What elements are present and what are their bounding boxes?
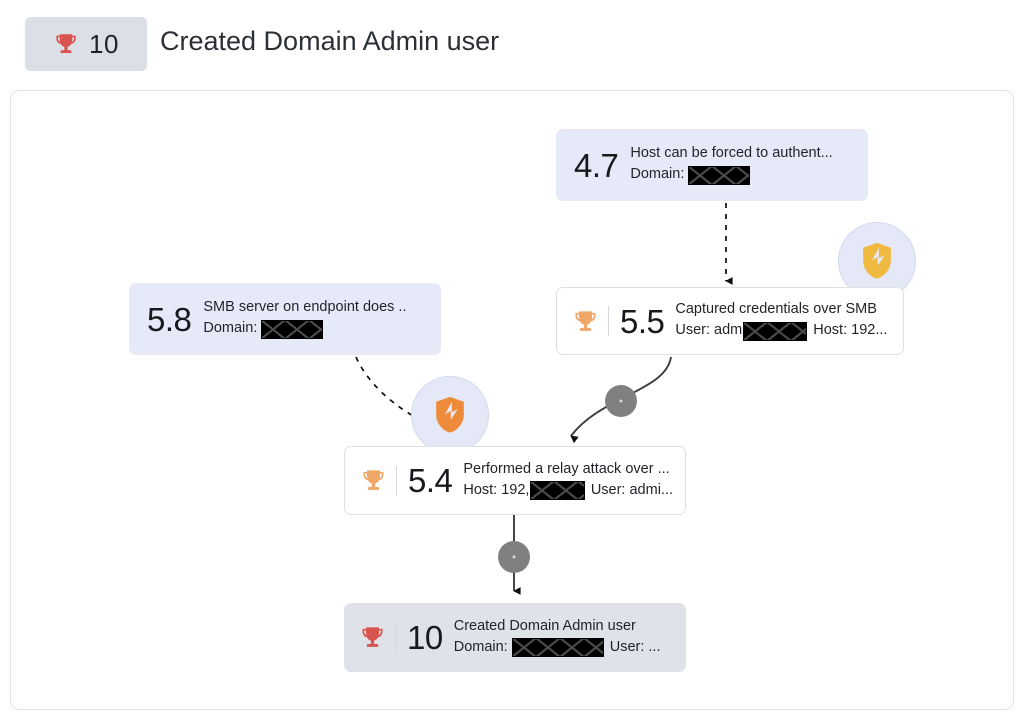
node-divider	[608, 306, 609, 336]
redacted-value	[743, 321, 808, 341]
edge-badge	[498, 541, 530, 573]
node-title: SMB server on endpoint does ..	[203, 299, 407, 316]
graph-node-10[interactable]: 10 Created Domain Admin user Domain: Use…	[344, 603, 686, 672]
node-text-block: SMB server on endpoint does .. Domain:	[203, 299, 407, 339]
node-text-block: Created Domain Admin user Domain: User: …	[453, 617, 661, 658]
node-detail-prefix: Host: 192,	[463, 481, 530, 498]
node-detail: Domain:	[203, 319, 406, 339]
node-title: Captured credentials over SMB	[675, 301, 877, 318]
node-5-8-shield-bubble	[411, 376, 489, 454]
node-detail: User: adm Host: 192...	[675, 321, 888, 341]
node-text-block: Captured credentials over SMB User: adm …	[675, 301, 888, 341]
node-title: Created Domain Admin user	[453, 617, 636, 634]
graph-node-5-5[interactable]: 5.5 Captured credentials over SMB User: …	[556, 287, 904, 355]
graph-node-4-7[interactable]: 4.7 Host can be forced to authent... Dom…	[556, 129, 868, 201]
trophy-icon	[359, 624, 386, 651]
edge-5-5-to-5-4	[570, 356, 672, 444]
node-score: 5.4	[407, 462, 453, 499]
node-score: 4.7	[574, 146, 619, 184]
redacted-value	[511, 638, 604, 658]
node-detail: Domain:	[630, 165, 832, 185]
shield-crack-icon	[433, 396, 467, 434]
redacted-value	[261, 319, 324, 339]
node-divider	[395, 622, 396, 653]
node-detail-prefix: User: adm	[675, 322, 743, 339]
node-text-block: Host can be forced to authent... Domain:	[630, 145, 833, 185]
trophy-icon	[360, 467, 387, 494]
node-detail: Domain: User: ...	[453, 638, 661, 658]
attack-path-canvas[interactable]: 4.7 Host can be forced to authent... Dom…	[10, 90, 1014, 710]
node-detail-suffix: User: admi...	[590, 481, 673, 498]
header-score-badge: 10	[25, 17, 147, 71]
node-text-block: Performed a relay attack over ... Host: …	[463, 460, 673, 501]
node-score: 5.8	[147, 300, 192, 338]
node-title: Performed a relay attack over ...	[463, 460, 670, 477]
page-title: Created Domain Admin user	[160, 26, 500, 56]
header-score-value: 10	[89, 29, 119, 59]
node-detail-suffix: User: ...	[609, 638, 661, 655]
redacted-value	[688, 165, 751, 185]
node-detail: Host: 192, User: admi...	[463, 481, 673, 501]
graph-node-5-4[interactable]: 5.4 Performed a relay attack over ... Ho…	[344, 446, 686, 515]
trophy-icon	[53, 31, 79, 57]
node-divider	[396, 465, 397, 496]
node-score: 10	[407, 619, 443, 656]
page-header: 10 Created Domain Admin user	[0, 0, 1024, 90]
trophy-icon	[572, 308, 599, 335]
node-detail-prefix: Domain:	[203, 320, 258, 337]
node-detail-prefix: Domain:	[630, 166, 685, 183]
node-detail-prefix: Domain:	[453, 638, 508, 655]
attack-path-graph: 4.7 Host can be forced to authent... Dom…	[11, 91, 1015, 711]
graph-node-5-8[interactable]: 5.8 SMB server on endpoint does .. Domai…	[129, 283, 441, 355]
node-detail-suffix: Host: 192...	[813, 322, 888, 339]
edge-5-4-to-10	[498, 515, 530, 595]
redacted-value	[530, 481, 585, 501]
node-score: 5.5	[620, 302, 665, 340]
edge-badge	[605, 385, 637, 417]
node-title: Host can be forced to authent...	[630, 145, 833, 162]
shield-crack-icon	[860, 242, 894, 280]
